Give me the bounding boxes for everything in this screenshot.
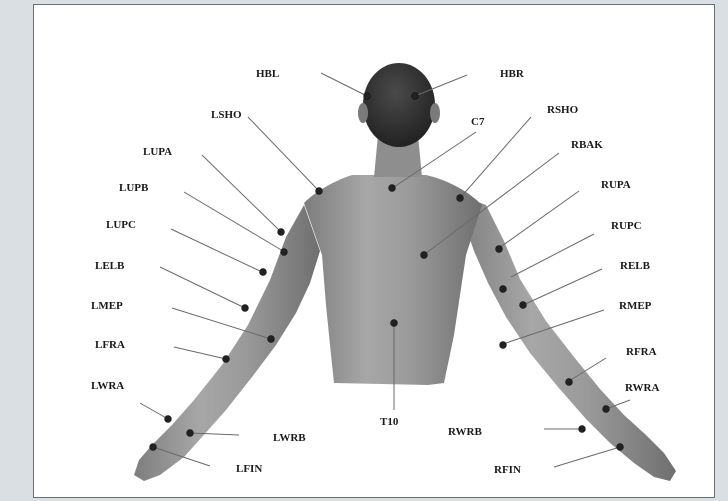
marker-lsho [316,188,323,195]
marker-hbl [364,93,371,100]
leader-lupc [171,229,262,272]
label-rbak: RBAK [571,139,603,151]
marker-lmep [268,336,275,343]
marker-t10 [391,320,398,327]
label-lmep: LMEP [91,300,123,312]
label-rfra: RFRA [626,346,657,358]
marker-rfra [566,379,573,386]
label-rupa: RUPA [601,179,631,191]
marker-lwrb [187,430,194,437]
leader-rupa [499,191,579,248]
marker-c7 [389,185,396,192]
label-rwra: RWRA [625,382,660,394]
marker-rbak [421,252,428,259]
marker-rfin [617,444,624,451]
leader-lsho [248,117,319,191]
marker-lfin [150,444,157,451]
leader-lfra [174,347,226,359]
label-rwrb: RWRB [448,426,483,438]
marker-lupa [278,229,285,236]
label-t10: T10 [380,416,399,428]
marker-rmep [500,342,507,349]
label-lfra: LFRA [95,339,125,351]
label-lupa: LUPA [143,146,172,158]
leader-relb [523,269,602,305]
label-lfin: LFIN [236,463,262,475]
marker-diagram: HBL HBR LSHO C7 RSHO LUPA RBAK LUPB RUPA… [34,5,715,498]
label-c7: C7 [471,116,485,128]
figure-frame: HBL HBR LSHO C7 RSHO LUPA RBAK LUPB RUPA… [33,4,715,498]
leader-rupc [511,234,594,277]
leader-lwra [140,403,168,419]
label-lwrb: LWRB [273,432,306,444]
marker-relb [520,302,527,309]
marker-lupb [281,249,288,256]
label-rmep: RMEP [619,300,652,312]
label-hbr: HBR [500,68,525,80]
label-rfin: RFIN [494,464,521,476]
leader-hbl [321,73,367,96]
marker-lupc [260,269,267,276]
leader-lelb [160,267,245,308]
marker-hbr [412,93,419,100]
leader-rfin [554,447,620,467]
leader-rsho [461,117,531,197]
label-lupb: LUPB [119,182,149,194]
marker-rupa [496,246,503,253]
marker-rwra [603,406,610,413]
label-lwra: LWRA [91,380,124,392]
marker-rupc [500,286,507,293]
label-hbl: HBL [256,68,279,80]
marker-lelb [242,305,249,312]
marker-lfra [223,356,230,363]
label-lelb: LELB [95,260,125,272]
marker-rwrb [579,426,586,433]
label-rsho: RSHO [547,104,579,116]
label-lsho: LSHO [211,109,242,121]
label-rupc: RUPC [611,220,642,232]
label-relb: RELB [620,260,651,272]
marker-rsho [457,195,464,202]
label-lupc: LUPC [106,219,136,231]
marker-lwra [165,416,172,423]
leader-lupa [202,155,280,231]
